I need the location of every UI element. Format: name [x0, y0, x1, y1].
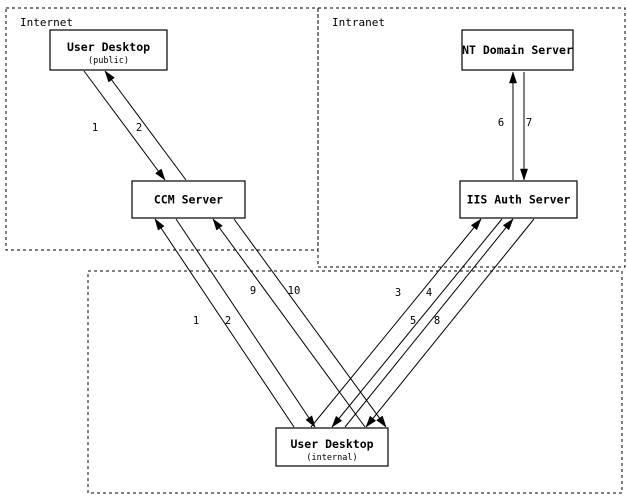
- nodes-layer: User Desktop (public) CCM Server NT Domain …: [49, 29, 578, 467]
- edge-label-edge-9: 9: [250, 285, 256, 297]
- arrow-head-edge-6: [509, 71, 517, 84]
- edge-line-edge-10: [233, 218, 387, 428]
- node-iis-auth-server[interactable]: IIS Auth Server: [459, 180, 578, 219]
- arrow-head-edge-8: [365, 415, 377, 428]
- node-sublabel-user-desktop-internal: (internal): [306, 453, 357, 463]
- edge-labels-layer: 1 2 1 2 9 10 3 4 5 8 6 7: [92, 117, 532, 327]
- edge-line-edge-8: [365, 218, 535, 428]
- edge-label-edge-7: 7: [526, 117, 532, 129]
- arrow-head-edge-10: [376, 415, 387, 428]
- node-label-ccm-server: CCM Server: [154, 193, 223, 207]
- node-box-nt-domain-server[interactable]: [461, 29, 574, 71]
- edge-label-edge-5: 5: [410, 315, 416, 327]
- node-label-user-desktop-public: User Desktop: [67, 40, 150, 54]
- node-ccm-server[interactable]: CCM Server: [131, 180, 246, 219]
- edge-label-edge-2-public: 2: [136, 122, 142, 134]
- node-box-user-desktop-internal[interactable]: [275, 427, 389, 467]
- arrow-head-edge-4: [331, 415, 343, 428]
- edge-line-edge-4: [331, 218, 503, 428]
- edge-line-edge-3: [310, 218, 482, 428]
- node-label-nt-domain-server: NT Domain Server: [462, 43, 573, 57]
- arrow-head-edge-1-public: [155, 168, 166, 181]
- edge-line-edge-1-public: [83, 70, 166, 181]
- arrow-head-edge-1-internal: [154, 218, 165, 231]
- node-box-ccm-server[interactable]: [131, 180, 246, 219]
- node-user-desktop-public[interactable]: User Desktop (public): [49, 29, 168, 71]
- edge-label-edge-1-public: 1: [92, 122, 98, 134]
- edge-label-edge-2-internal: 2: [225, 315, 231, 327]
- arrow-head-edge-3: [470, 218, 482, 231]
- zone-label-intranet: Intranet: [332, 16, 385, 29]
- edge-line-edge-5: [344, 218, 514, 428]
- arrow-head-edge-2-public: [104, 70, 115, 83]
- edge-line-edge-2-internal: [175, 218, 316, 428]
- zone-label-internet: Internet: [20, 16, 73, 29]
- edges-layer: [83, 70, 535, 428]
- edge-label-edge-4: 4: [426, 287, 432, 299]
- edge-label-edge-6: 6: [498, 117, 504, 129]
- node-nt-domain-server[interactable]: NT Domain Server: [461, 29, 574, 71]
- edge-label-edge-8: 8: [434, 315, 440, 327]
- node-sublabel-user-desktop-public: (public): [88, 56, 129, 66]
- arrow-head-edge-7: [520, 168, 528, 181]
- node-label-iis-auth-server: IIS Auth Server: [467, 193, 571, 207]
- edge-line-edge-1-internal: [154, 218, 295, 428]
- zones-layer: Internet Intranet: [5, 7, 626, 494]
- arrow-head-edge-9: [212, 218, 223, 231]
- edge-label-edge-1-internal: 1: [193, 315, 199, 327]
- node-user-desktop-internal[interactable]: User Desktop (internal): [275, 427, 389, 467]
- edge-line-edge-2-public: [104, 70, 187, 181]
- edge-label-edge-3: 3: [395, 287, 401, 299]
- edge-label-edge-10: 10: [288, 285, 301, 297]
- zone-boundary-intranet: [317, 7, 626, 268]
- node-box-iis-auth-server[interactable]: [459, 180, 578, 219]
- node-label-user-desktop-internal: User Desktop: [290, 437, 373, 451]
- node-box-user-desktop-public[interactable]: [49, 29, 168, 71]
- arrow-head-edge-5: [502, 218, 514, 231]
- zone-boundary-internal-zone: [87, 270, 623, 494]
- arrow-head-edge-2-internal: [305, 415, 316, 428]
